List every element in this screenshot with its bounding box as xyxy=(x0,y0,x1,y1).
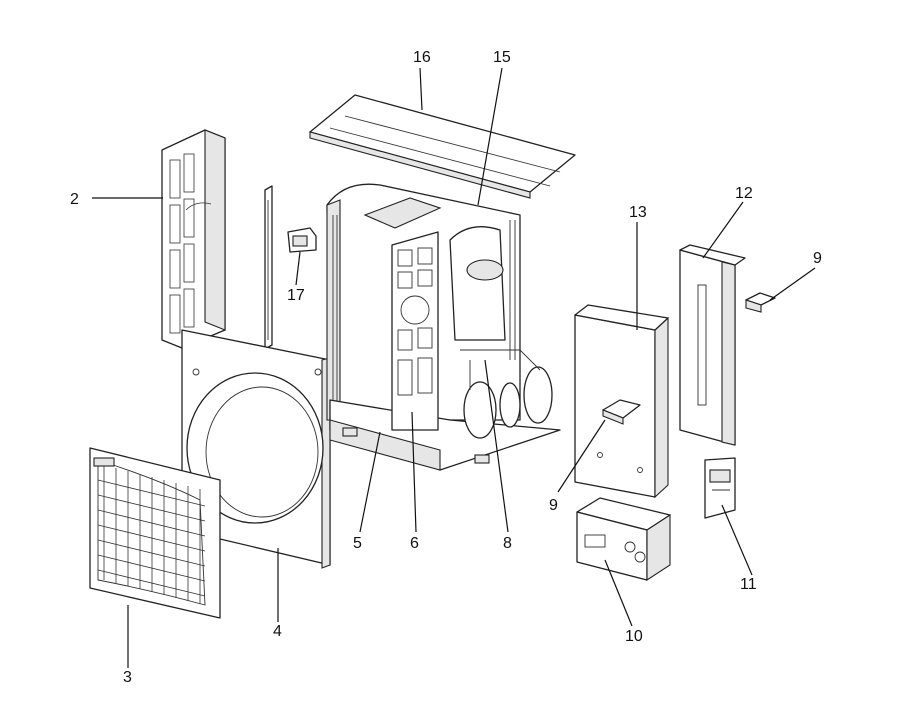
callout-16: 16 xyxy=(413,49,431,66)
leader-12 xyxy=(702,201,744,259)
leader-5 xyxy=(359,431,381,533)
part-3-discharge-grille xyxy=(89,447,221,619)
leader-10 xyxy=(604,559,633,627)
part-11-bracket xyxy=(704,457,736,519)
part-8-compressor-assembly xyxy=(449,226,553,439)
callout-11: 11 xyxy=(740,576,757,593)
part-12-side-plate xyxy=(679,244,746,446)
leader-16 xyxy=(419,67,423,111)
callout-2: 2 xyxy=(70,191,79,208)
callout-5: 5 xyxy=(353,535,362,552)
leader-15 xyxy=(477,67,503,206)
callout-17: 17 xyxy=(287,287,305,304)
leader-9b xyxy=(769,267,816,301)
part-16-top-cover xyxy=(309,94,576,199)
part-6-motor-support xyxy=(363,197,442,431)
callout-10: 10 xyxy=(625,628,643,645)
support-post xyxy=(264,185,273,350)
part-9-handle-b xyxy=(745,292,776,313)
callout-9-lower: 9 xyxy=(549,497,558,514)
part-10-electrical-box xyxy=(576,497,671,582)
part-9-handle-a xyxy=(602,399,641,425)
callout-12: 12 xyxy=(735,185,753,202)
part-17-bracket xyxy=(287,227,317,253)
callout-labels: 2 3 4 5 6 8 9 9 10 11 12 13 15 16 17 xyxy=(70,49,822,686)
leader-11 xyxy=(721,504,753,576)
callout-4: 4 xyxy=(273,623,282,640)
leader-8 xyxy=(484,359,509,533)
part-2-rear-grille xyxy=(161,129,226,349)
callout-9-upper: 9 xyxy=(813,250,822,267)
callout-3: 3 xyxy=(123,669,132,686)
leader-9a xyxy=(557,419,606,493)
callout-6: 6 xyxy=(410,535,419,552)
leader-17 xyxy=(295,251,301,286)
callout-8: 8 xyxy=(503,535,512,552)
leader-6 xyxy=(411,411,417,533)
leader-lines xyxy=(92,67,816,668)
callout-15: 15 xyxy=(493,49,511,66)
callout-13: 13 xyxy=(629,204,647,221)
